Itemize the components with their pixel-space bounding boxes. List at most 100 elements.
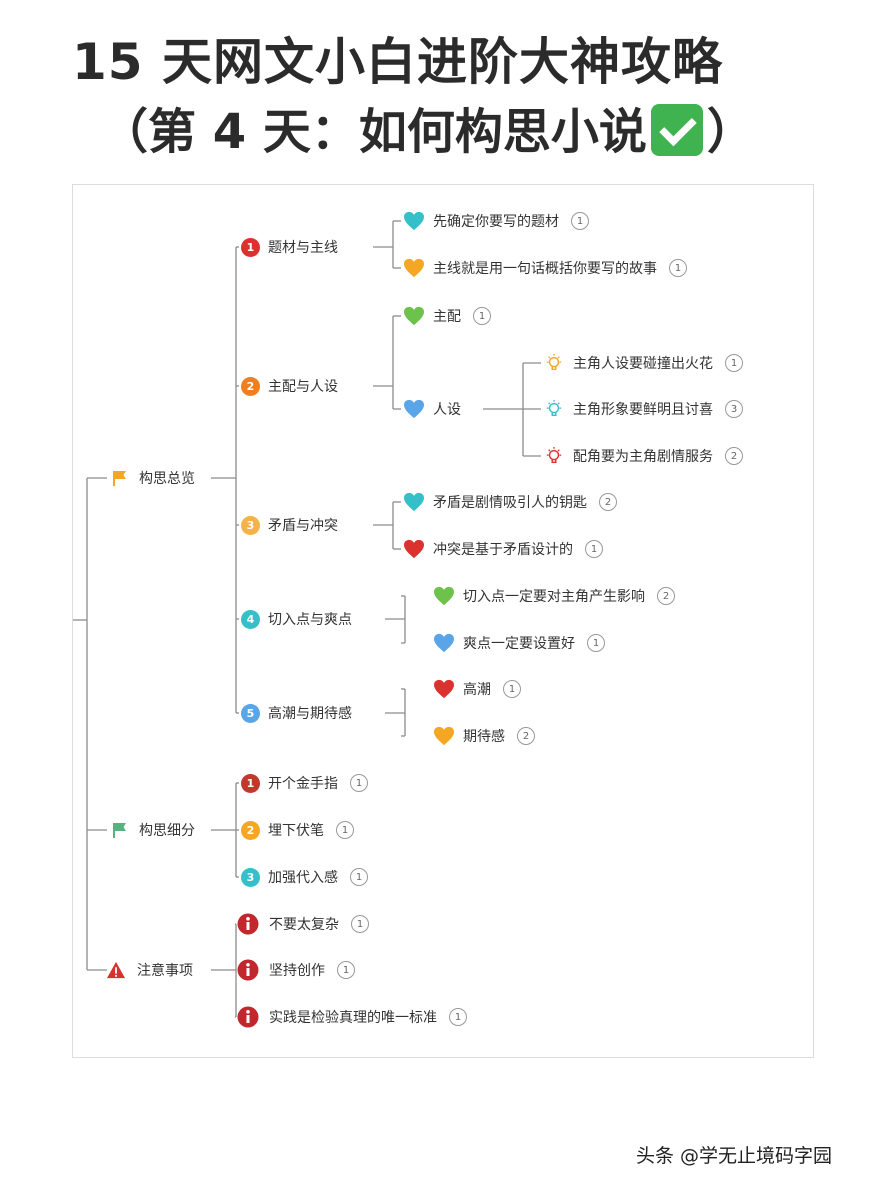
number-badge-1: 1 [241,773,260,793]
node-label: 题材与主线 [268,240,338,256]
page-title: 15 天网文小白进阶大神攻略 [72,33,723,91]
node-label: 主配与人设 [268,379,338,395]
node-label: 人设 [433,402,461,418]
subtitle-close: ） [706,104,755,160]
connector-lines [73,220,541,1018]
number-badge-4: 4 [241,609,260,629]
heart-red-icon [434,679,454,699]
info-icon [237,913,259,935]
mindmap-panel: 构思总览 1 题材与主线 先确定你要写的题材 1 主线就是用一句话概括你要写的故事 1 2 主配… [72,184,814,1058]
leaf-item[interactable]: 爽点一定要设置好 1 [433,633,605,653]
flag-green-icon [113,823,126,838]
count-badge: 1 [725,354,743,372]
node-label: 注意事项 [137,963,193,979]
watermark: 头条 @学无止境码字园 [636,1145,833,1167]
count-badge: 1 [449,1008,467,1026]
branch-overview[interactable]: 构思总览 [111,468,195,488]
branch-details[interactable]: 构思细分 [111,820,195,840]
node-label: 主线就是用一句话概括你要写的故事 [433,261,657,277]
sub-leaf-item[interactable]: 主角形象要鲜明且讨喜 3 [545,399,743,419]
detail-item[interactable]: 3 加强代入感 1 [241,867,368,887]
heart-blue-icon [434,633,454,653]
node-label: 埋下伏笔 [268,823,324,839]
node-label: 切入点一定要对主角产生影响 [463,589,645,605]
leaf-item[interactable]: 人设 [403,399,461,419]
node-label: 冲突是基于矛盾设计的 [433,542,573,558]
node-label: 先确定你要写的题材 [433,214,559,230]
leaf-item[interactable]: 期待感 2 [433,726,535,746]
sub-leaf-item[interactable]: 主角人设要碰撞出火花 1 [545,353,743,373]
subtitle-text: （第 4 天：如何构思小说 [100,104,647,160]
heart-blue-icon [404,399,424,419]
count-badge: 1 [587,634,605,652]
node-label: 切入点与爽点 [268,612,352,628]
node-label: 高潮 [463,682,491,698]
count-badge: 1 [503,680,521,698]
flag-orange-icon [113,471,126,486]
count-badge: 2 [725,447,743,465]
leaf-item[interactable]: 切入点一定要对主角产生影响 2 [433,586,675,606]
note-item[interactable]: 坚持创作 1 [237,959,355,981]
node-label: 矛盾是剧情吸引人的钥匙 [433,495,587,511]
info-icon [237,1006,259,1028]
heart-amber-icon [434,726,454,746]
check-mark-icon [650,104,703,156]
branch-notes[interactable]: 注意事项 [105,960,193,980]
node-label: 开个金手指 [268,776,338,792]
leaf-item[interactable]: 先确定你要写的题材 1 [403,211,589,231]
leaf-item[interactable]: 高潮 1 [433,679,521,699]
number-badge-2: 2 [241,820,260,840]
node-label: 主角形象要鲜明且讨喜 [573,402,713,418]
leaf-item[interactable]: 主线就是用一句话概括你要写的故事 1 [403,258,687,278]
note-item[interactable]: 实践是检验真理的唯一标准 1 [237,1006,467,1028]
node-label: 主配 [433,309,461,325]
node-label: 构思总览 [139,471,195,487]
count-badge: 2 [657,587,675,605]
count-badge: 1 [351,915,369,933]
number-badge-3: 3 [241,515,260,535]
number-badge-3: 3 [241,867,260,887]
leaf-item[interactable]: 主配 1 [403,306,491,326]
count-badge: 1 [350,774,368,792]
node-label: 主角人设要碰撞出火花 [573,356,713,372]
count-badge: 1 [669,259,687,277]
heart-red-icon [404,539,424,559]
count-badge: 1 [585,540,603,558]
section-5[interactable]: 5 高潮与期待感 [241,703,352,723]
node-label: 坚持创作 [269,963,325,979]
heart-teal-icon [404,492,424,512]
node-label: 加强代入感 [268,870,338,886]
node-label: 爽点一定要设置好 [463,636,575,652]
detail-item[interactable]: 1 开个金手指 1 [241,773,368,793]
node-label: 期待感 [463,729,505,745]
node-label: 高潮与期待感 [268,706,352,722]
heart-green-icon [404,306,424,326]
count-badge: 1 [350,868,368,886]
section-3[interactable]: 3 矛盾与冲突 [241,515,338,535]
number-badge-2: 2 [241,376,260,396]
leaf-item[interactable]: 冲突是基于矛盾设计的 1 [403,539,603,559]
node-label: 不要太复杂 [269,917,339,933]
heart-green-icon [434,586,454,606]
section-2[interactable]: 2 主配与人设 [241,376,338,396]
bulb-red-icon [546,447,562,464]
count-badge: 1 [337,961,355,979]
detail-item[interactable]: 2 埋下伏笔 1 [241,820,354,840]
note-item[interactable]: 不要太复杂 1 [237,913,369,935]
count-badge: 3 [725,400,743,418]
node-label: 矛盾与冲突 [268,518,338,534]
count-badge: 2 [517,727,535,745]
number-badge-1: 1 [241,237,260,257]
section-4[interactable]: 4 切入点与爽点 [241,609,352,629]
number-badge-5: 5 [241,703,260,723]
section-1[interactable]: 1 题材与主线 [241,237,338,257]
count-badge: 1 [473,307,491,325]
heart-teal-icon [404,211,424,231]
page-subtitle: （第 4 天：如何构思小说 ） [100,92,887,162]
bulb-teal-icon [546,400,562,417]
node-label: 实践是检验真理的唯一标准 [269,1010,437,1026]
count-badge: 1 [571,212,589,230]
count-badge: 1 [336,821,354,839]
